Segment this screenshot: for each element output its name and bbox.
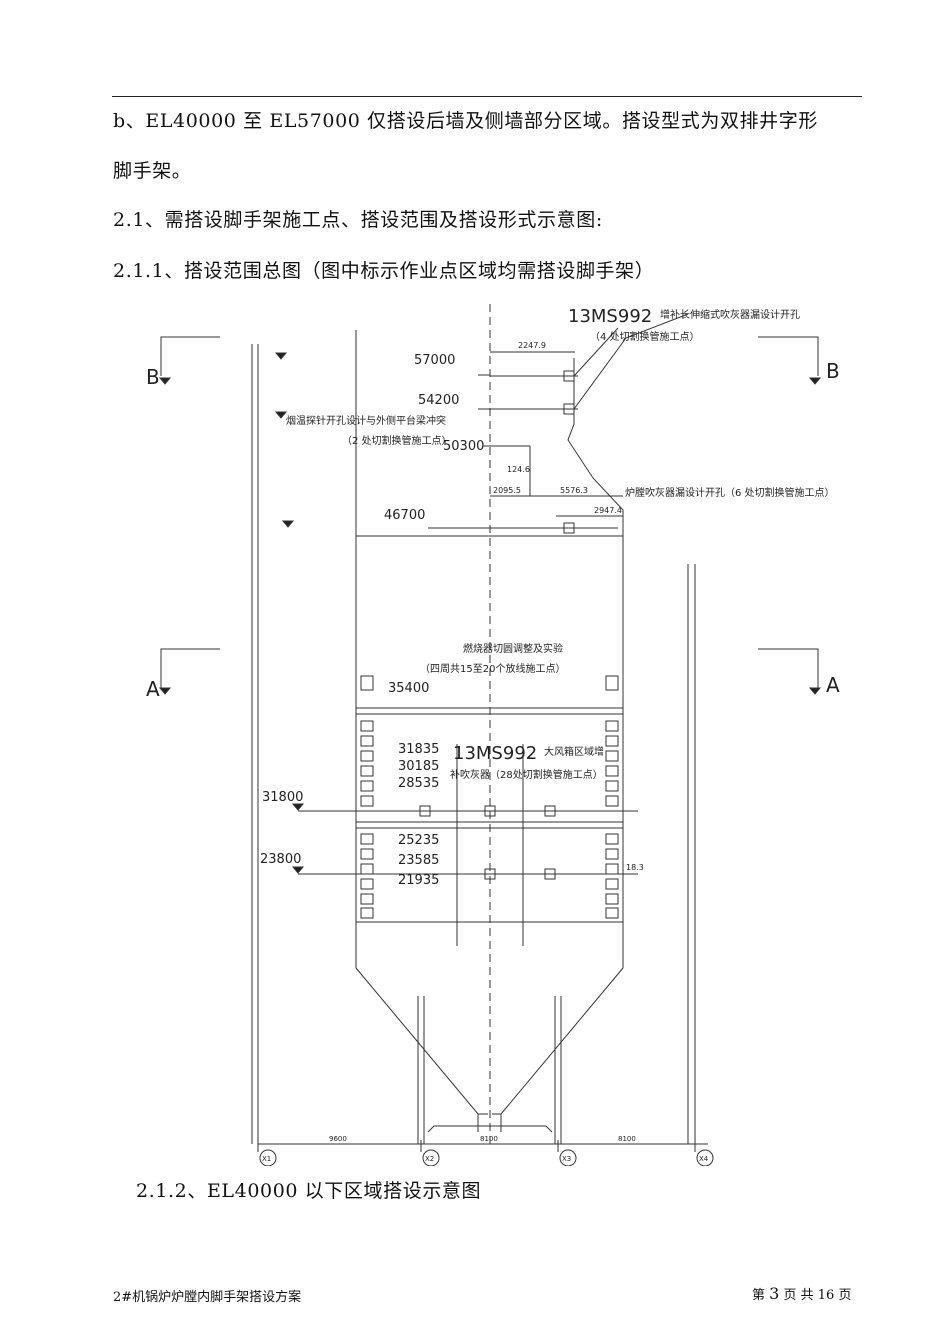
- dim-bottom-2: 8100: [480, 1135, 498, 1143]
- elev-28535: 28535: [398, 776, 439, 791]
- section-heading-2-1: 2.1、需搭设脚手架施工点、搭设范围及搭设形式示意图:: [113, 209, 603, 231]
- axis-x1: X1: [262, 1155, 271, 1163]
- dim-5576: 5576.3: [560, 486, 588, 495]
- elev-23585: 23585: [398, 853, 439, 868]
- section-heading-2-1-1: 2.1.1、搭设范围总图（图中标示作业点区域均需搭设脚手架）: [113, 260, 655, 282]
- elev-31800: 31800: [262, 790, 303, 805]
- paragraph-scope-b-cont: 脚手架。: [113, 160, 192, 182]
- elev-35400: 35400: [388, 681, 429, 696]
- note4-line2: （四周共15至20个放线施工点）: [420, 662, 565, 675]
- axis-x3: X3: [562, 1155, 571, 1163]
- note3: 炉膛吹灰器漏设计开孔（6 处切割换管施工点）: [625, 486, 835, 499]
- section-heading-2-1-2: 2.1.2、EL40000 以下区域搭设示意图: [136, 1180, 482, 1202]
- elev-30185: 30185: [398, 759, 439, 774]
- dim-2095: 2095.5: [493, 486, 521, 495]
- axis-x2: X2: [425, 1155, 434, 1163]
- page-prefix: 第: [752, 1288, 766, 1303]
- elev-46700: 46700: [384, 508, 425, 523]
- elev-25235: 25235: [398, 833, 439, 848]
- footer-page-number: 第 3 页 共 16 页: [752, 1284, 851, 1303]
- axis-x4: X4: [699, 1155, 709, 1163]
- elev-54200: 54200: [418, 393, 459, 408]
- note1-line2: （4 处切割换管施工点）: [590, 330, 700, 343]
- page-num: 3: [769, 1284, 780, 1303]
- dim-bottom-1: 9600: [329, 1135, 347, 1143]
- footer-doc-title: 2#机锅炉炉膛内脚手架搭设方案: [113, 1290, 302, 1305]
- elev-57000: 57000: [414, 353, 455, 368]
- section-a-right: A: [826, 673, 840, 697]
- elev-21935: 21935: [398, 873, 439, 888]
- note5-line2: 补吹灰器（28处切割换管施工点）: [450, 768, 603, 781]
- note4-line1: 燃烧器切圆调整及实验: [463, 642, 563, 655]
- dim-18: 18.3: [626, 863, 644, 872]
- dim-2947: 2947.4: [594, 506, 622, 515]
- note2-line1: 烟温探针开孔设计与外侧平台梁冲突: [286, 414, 446, 427]
- note2-line2: （2 处切割换管施工点）: [342, 434, 452, 447]
- paragraph-scope-b: b、EL40000 至 EL57000 仅搭设后墙及侧墙部分区域。搭设型式为双排…: [113, 110, 818, 132]
- elev-50300: 50300: [443, 439, 484, 454]
- note1-text: 增补长伸缩式吹灰器漏设计开孔: [660, 308, 800, 321]
- dim-124: 124.6: [507, 465, 530, 474]
- section-b-left: B: [146, 365, 160, 389]
- dim-bottom-3: 8100: [618, 1135, 636, 1143]
- elev-31835: 31835: [398, 742, 439, 757]
- note5-code: 13MS992: [453, 743, 537, 764]
- dim-2247: 2247.9: [518, 341, 546, 350]
- header-rule: [112, 96, 862, 97]
- section-b-right: B: [826, 359, 840, 383]
- boiler-scaffold-drawing: B B A A 57000 54200 50300 46700 35400 31…: [146, 304, 840, 1166]
- note1-code: 13MS992: [568, 306, 652, 327]
- note5-text: 大风箱区域增: [544, 745, 604, 758]
- elev-23800: 23800: [260, 852, 301, 867]
- section-a-left: A: [146, 677, 160, 701]
- page-mid: 页 共: [783, 1288, 814, 1303]
- page-total: 16: [817, 1288, 835, 1303]
- page-suffix: 页: [838, 1288, 852, 1303]
